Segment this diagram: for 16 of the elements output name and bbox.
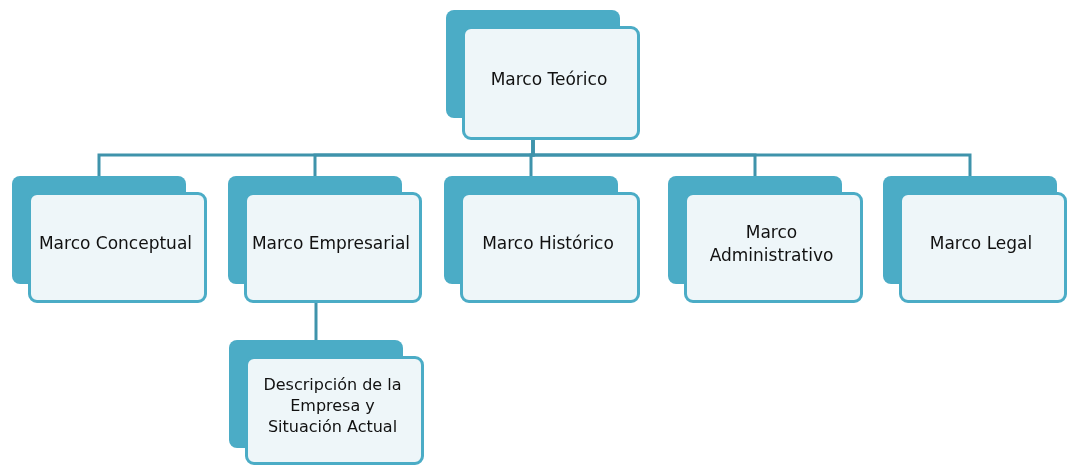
node-label: Descripción de la Empresa y Situación Actual [262,375,403,438]
node-label: Marco Administrativo [708,221,835,266]
stacked-box [228,176,422,303]
node-label: Marco Empresarial [251,232,411,255]
node-label: Marco Legal [929,232,1033,255]
connector-line [314,303,318,340]
stacked-box [444,176,640,303]
stacked-box [12,176,207,303]
node-label: Marco Conceptual [38,232,193,255]
node-label: Marco Histórico [482,232,614,255]
connector-line [531,140,972,176]
stacked-box [229,340,424,465]
stacked-box [668,176,863,303]
stacked-box [446,10,640,140]
node-label: Marco Teórico [490,67,608,91]
stacked-box [883,176,1067,303]
